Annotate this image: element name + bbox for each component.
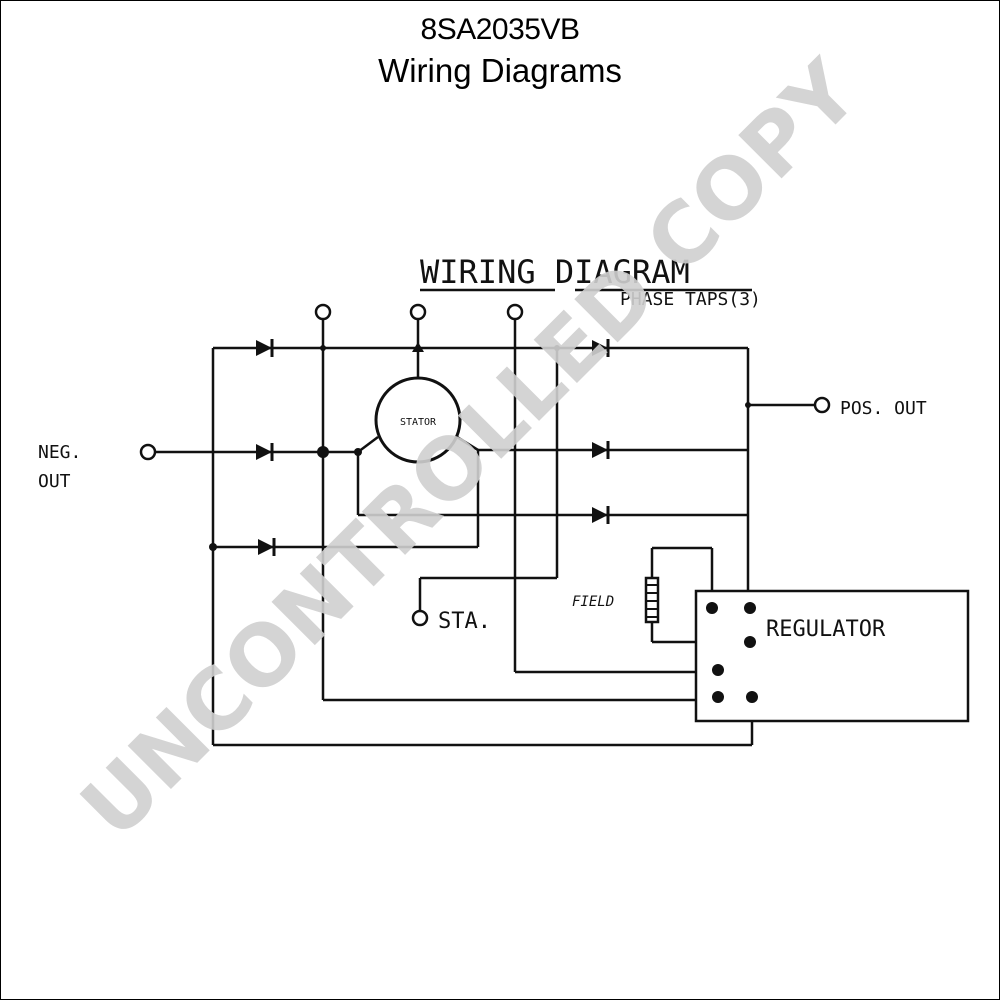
- page-subtitle: Wiring Diagrams: [378, 52, 622, 89]
- diode-icon: [592, 441, 610, 459]
- regulator-box: [694, 589, 970, 723]
- regulator-label: REGULATOR: [766, 617, 886, 642]
- sta-label: STA.: [438, 609, 491, 634]
- pos-out-label: POS. OUT: [840, 398, 927, 419]
- pos-out-terminal: [813, 396, 831, 414]
- phase-tap-terminal-1: [314, 303, 332, 321]
- page-header: 8SA2035VB Wiring Diagrams: [0, 10, 1000, 92]
- neg-out-terminal: [139, 443, 157, 461]
- tap-arrow-icon: [412, 342, 424, 352]
- diodes: [256, 339, 610, 556]
- part-number: 8SA2035VB: [420, 13, 580, 46]
- junction-dots: [209, 345, 751, 551]
- phase-taps-label: PHASE TAPS(3): [620, 289, 761, 310]
- diode-icon: [256, 443, 274, 461]
- field-label: FIELD: [572, 594, 614, 610]
- diode-icon: [592, 339, 610, 357]
- sta-terminal: [411, 609, 429, 627]
- regulator-terminals: [706, 602, 758, 703]
- terminals: [139, 303, 831, 627]
- diode-icon: [256, 339, 274, 357]
- diode-icon: [258, 538, 276, 556]
- watermark-text: UNCONTROLLED COPY: [62, 41, 877, 856]
- field-coil-icon: [644, 576, 660, 624]
- stator-leads: [357, 435, 479, 453]
- phase-tap-terminal-2: [409, 303, 427, 321]
- neg-out-label: NEG.: [38, 442, 81, 463]
- neg-out-label-2: OUT: [38, 471, 71, 492]
- diode-icon: [592, 506, 610, 524]
- stator-circle: [374, 376, 462, 464]
- phase-tap-terminal-3: [506, 303, 524, 321]
- stator-label: STATOR: [400, 417, 437, 428]
- diagram-heading: WIRING DIAGRAM: [420, 253, 690, 291]
